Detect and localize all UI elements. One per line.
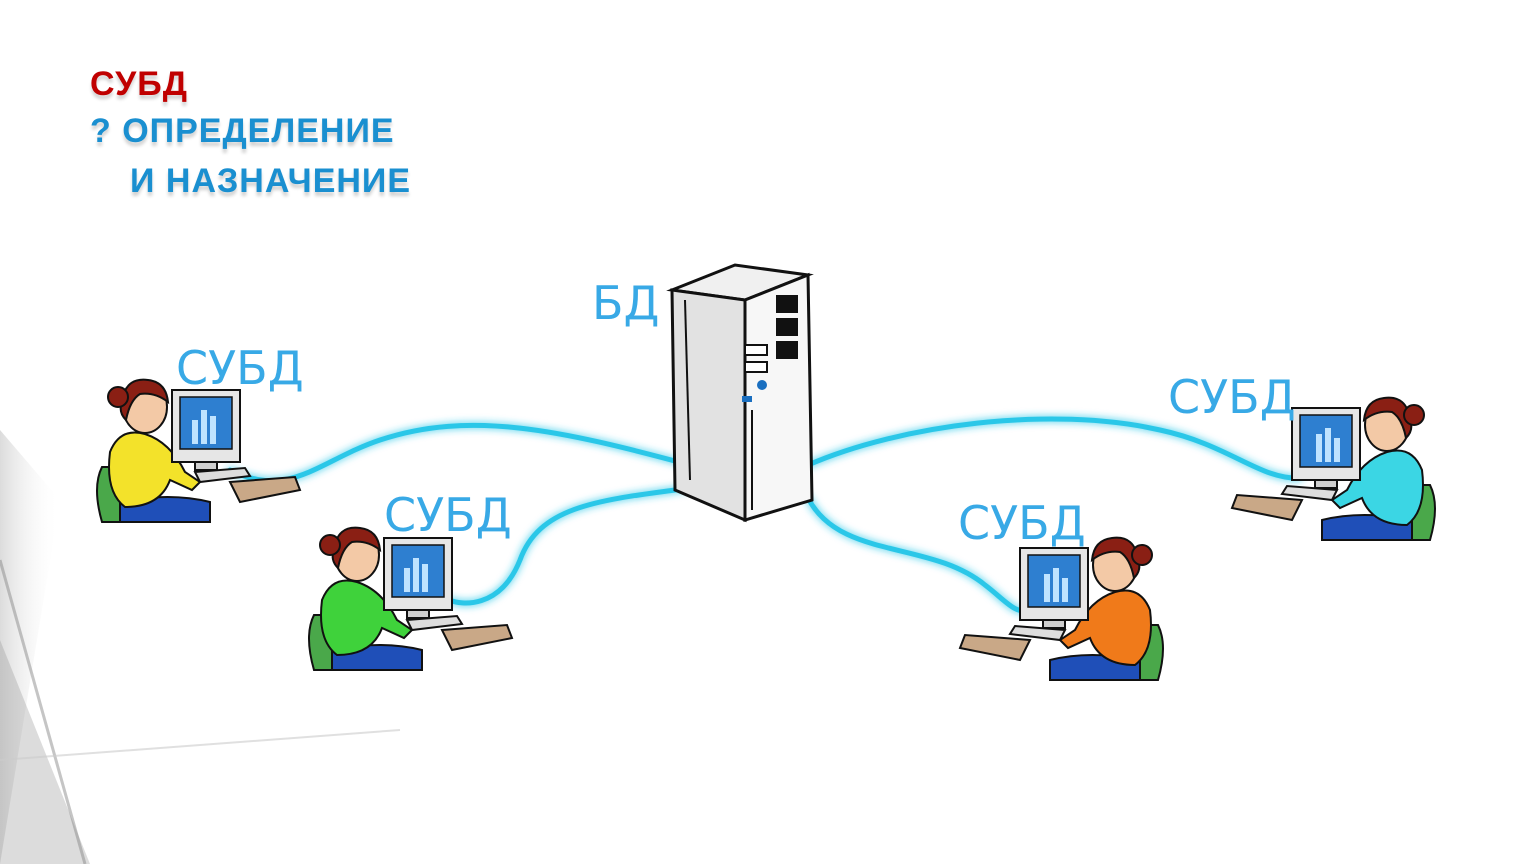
slide-subtitle-line1: ? ОПРЕДЕЛЕНИЕ <box>90 112 395 150</box>
client-label-3: СУБД <box>958 496 1086 550</box>
database-server <box>666 263 814 523</box>
link-client3 <box>805 495 1033 614</box>
client-label-1: СУБД <box>176 341 304 395</box>
server-label: БД <box>592 276 660 330</box>
link-client2 <box>447 485 693 606</box>
link-client4 <box>805 416 1303 481</box>
slide-title: СУБД <box>90 65 188 103</box>
workstation-1 <box>96 378 301 523</box>
client-label-2: СУБД <box>384 488 512 542</box>
title-block: СУБД ? ОПРЕДЕЛЕНИЕ И НАЗНАЧЕНИЕ <box>90 62 411 206</box>
slide-subtitle-line2: И НАЗНАЧЕНИЕ <box>130 162 412 200</box>
client-label-4: СУБД <box>1168 370 1296 424</box>
workstation-3 <box>959 536 1164 681</box>
link-client1 <box>227 422 693 484</box>
